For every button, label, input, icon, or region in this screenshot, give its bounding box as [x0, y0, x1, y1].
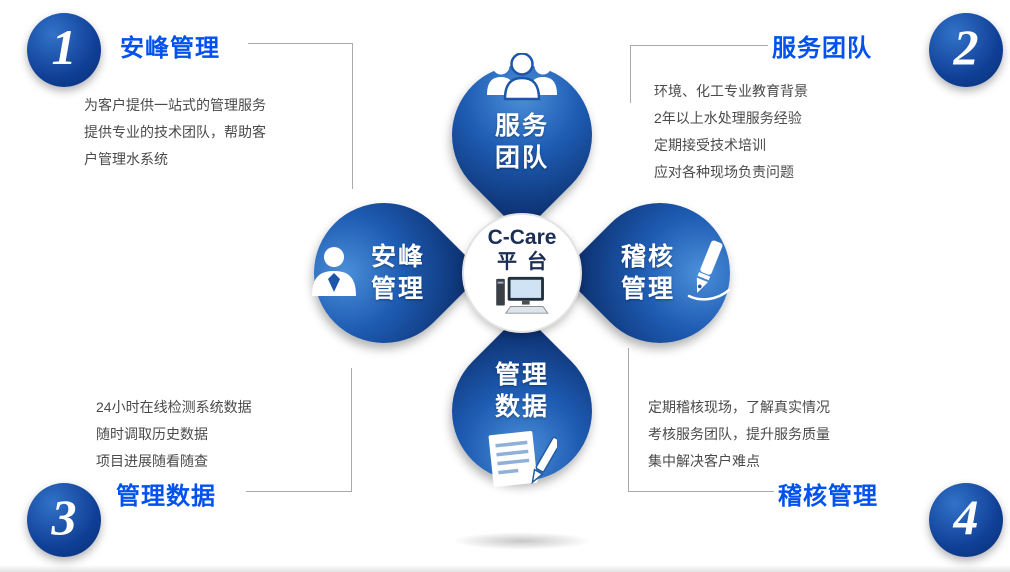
connector-line: [246, 491, 352, 492]
document-pen-icon: [487, 429, 562, 496]
corner-4-text: 定期稽核现场，了解真实情况 考核服务团队，提升服务质量 集中解决客户难点: [648, 394, 830, 475]
corner-2-text: 环境、化工专业教育背景 2年以上水处理服务经验 定期接受技术培训 应对各种现场负…: [654, 78, 808, 186]
petal-audit-management: 稽核 管理: [561, 174, 759, 372]
petal-label-line: 安峰: [370, 243, 425, 271]
connector-line: [628, 348, 629, 492]
petal-label: 安峰 管理: [371, 241, 425, 305]
text-line: 为客户提供一站式的管理服务: [84, 97, 266, 113]
petal-service-team: 服务 团队: [423, 36, 621, 234]
corner-1-number-badge: 1: [27, 13, 101, 87]
connector-line: [630, 45, 631, 103]
text-line: 考核服务团队，提升服务质量: [648, 426, 830, 442]
connector-line: [352, 43, 353, 189]
center-platform-circle: C-Care 平台: [464, 215, 580, 331]
corner-1-text: 为客户提供一站式的管理服务 提供专业的技术团队，帮助客 户管理水系统: [84, 92, 266, 173]
computer-icon: [494, 275, 550, 322]
corner-1-number: 1: [51, 19, 77, 75]
text-line: 随时调取历史数据: [96, 426, 208, 442]
petal-label-line: 数据: [494, 392, 549, 421]
petal-label-line: 管理: [370, 275, 425, 303]
text-line: 提供专业的技术团队，帮助客: [84, 124, 266, 140]
connector-line: [630, 45, 768, 46]
corner-3-number: 3: [51, 489, 77, 545]
manager-icon: [307, 244, 361, 303]
corner-2-heading: 服务团队: [772, 35, 872, 62]
text-line: 环境、化工专业教育背景: [654, 83, 808, 99]
corner-3-heading: 管理数据: [116, 483, 216, 510]
team-icon: [485, 51, 559, 106]
center-brand-title: C-Care: [487, 226, 557, 250]
petal-label: 服务 团队: [495, 110, 549, 174]
floor-gradient: [0, 565, 1010, 572]
petal-label-line: 稽核: [620, 243, 675, 271]
text-line: 集中解决客户难点: [648, 453, 760, 469]
corner-3-text: 24小时在线检测系统数据 随时调取历史数据 项目进展随看随查: [96, 394, 252, 475]
petal-management-data: 管理 数据: [423, 312, 621, 510]
connector-line: [351, 368, 352, 492]
petal-label-line: 服务: [494, 111, 549, 140]
corner-2-number: 2: [953, 19, 979, 75]
center-platform-label: 平台: [497, 250, 557, 273]
text-line: 应对各种现场负责问题: [654, 164, 794, 180]
corner-1-heading: 安峰管理: [120, 35, 220, 62]
petal-anfeng-management: 安峰 管理: [285, 174, 483, 372]
text-line: 定期接受技术培训: [654, 137, 766, 153]
text-line: 24小时在线检测系统数据: [96, 399, 252, 415]
petal-label-line: 管理: [494, 360, 549, 389]
flower-drop-shadow: [452, 532, 592, 550]
pen-icon: [685, 240, 731, 307]
text-line: 2年以上水处理服务经验: [654, 110, 802, 126]
corner-3-number-badge: 3: [27, 483, 101, 557]
petal-label: 管理 数据: [495, 359, 549, 423]
corner-2-number-badge: 2: [929, 13, 1003, 87]
text-line: 户管理水系统: [84, 151, 168, 167]
text-line: 项目进展随看随查: [96, 453, 208, 469]
petal-label-line: 管理: [620, 275, 675, 303]
corner-4-number: 4: [953, 489, 979, 545]
text-line: 定期稽核现场，了解真实情况: [648, 399, 830, 415]
petal-label-line: 团队: [494, 143, 549, 172]
corner-4-heading: 稽核管理: [778, 483, 878, 510]
connector-line: [248, 43, 353, 44]
connector-line: [628, 491, 774, 492]
corner-4-number-badge: 4: [929, 483, 1003, 557]
petal-label: 稽核 管理: [621, 241, 675, 305]
